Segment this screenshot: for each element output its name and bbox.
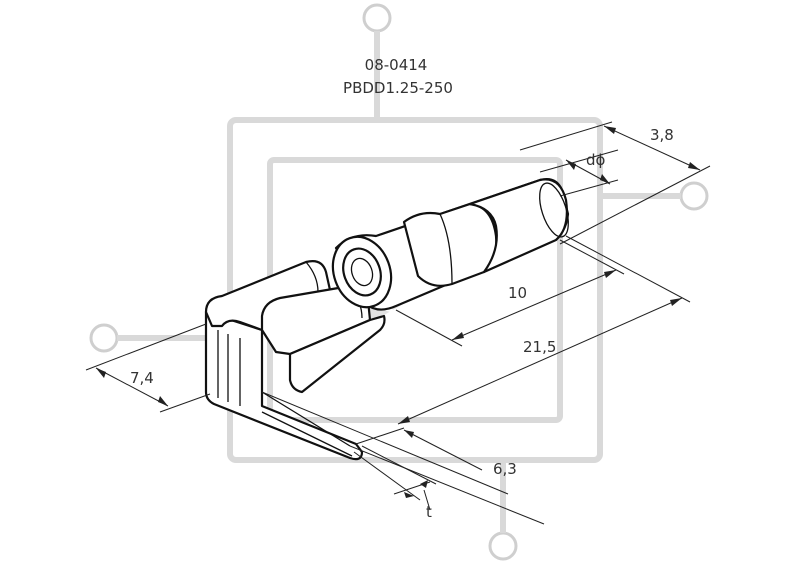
- arrow-t-a: [404, 492, 414, 498]
- arrow-10-a: [452, 332, 464, 340]
- leader-t: [423, 489, 431, 511]
- sleeve-bore: [350, 257, 374, 287]
- arrow-7-4-a: [96, 368, 106, 378]
- arrow-3-8-b: [688, 162, 700, 170]
- tab-edge-line: [261, 391, 351, 447]
- arrow-7-4-b: [158, 396, 168, 406]
- tab-blade: [204, 310, 364, 461]
- sleeve-collar: [402, 202, 498, 287]
- watermark-circle-right: [679, 181, 709, 211]
- sleeve-front-inner: [342, 247, 382, 297]
- label-10: 10: [508, 284, 527, 302]
- watermark-circle-bottom: [488, 531, 518, 561]
- label-d: dϕ: [586, 151, 606, 169]
- ext-d-a: [539, 149, 619, 173]
- part-code: 08-0414: [365, 56, 428, 74]
- dim-line-7-4: [95, 367, 169, 407]
- ext-10-b: [395, 309, 463, 347]
- contact-box: [288, 314, 386, 394]
- ext-t-b: [361, 445, 437, 485]
- watermark-circle-left: [89, 323, 119, 353]
- label-7-4: 7,4: [130, 369, 154, 387]
- ext-21-5-b: [355, 427, 405, 445]
- label-3-8: 3,8: [650, 126, 674, 144]
- sleeve-rear-opening: [539, 182, 569, 238]
- arrow-6-3: [404, 430, 414, 438]
- watermark-frame: [227, 117, 603, 463]
- arrow-d-a: [566, 160, 576, 170]
- arrow-t-b: [420, 480, 428, 488]
- label-6-3: 6,3: [493, 460, 517, 478]
- dim-line-6-3: [403, 429, 483, 471]
- ext-t-a: [353, 451, 421, 501]
- ext-7-4-b: [159, 393, 211, 413]
- arrow-21-5-b: [670, 298, 682, 306]
- watermark-circle-top: [362, 3, 392, 33]
- dimension-lines: [85, 121, 711, 525]
- model-name: PBDD1.25-250: [343, 79, 453, 97]
- arrow-10-b: [604, 270, 616, 278]
- arrow-d-b: [600, 174, 610, 184]
- terminal-body: [204, 178, 570, 461]
- sleeve-rear: [468, 178, 568, 274]
- dim-line-10: [451, 269, 617, 341]
- label-21-5: 21,5: [523, 338, 556, 356]
- arrow-21-5-a: [398, 416, 410, 424]
- ext-7-4-a: [85, 323, 207, 371]
- collar-edge: [439, 213, 453, 285]
- label-t: t: [426, 503, 432, 521]
- left-curl: [204, 260, 332, 332]
- ext-3-8-a: [519, 121, 613, 151]
- left-curl-edge: [305, 261, 319, 293]
- arrow-3-8-a: [604, 126, 616, 134]
- ext-21-5-a: [565, 235, 691, 303]
- dim-line-3-8: [603, 125, 701, 171]
- dim-line-21-5: [397, 297, 683, 425]
- tab-bottom-line: [261, 411, 353, 457]
- ext-10-a: [559, 239, 625, 275]
- ext-6-3-a: [261, 391, 509, 495]
- ext-3-8-b: [559, 165, 711, 245]
- ext-6-3-b: [349, 445, 545, 525]
